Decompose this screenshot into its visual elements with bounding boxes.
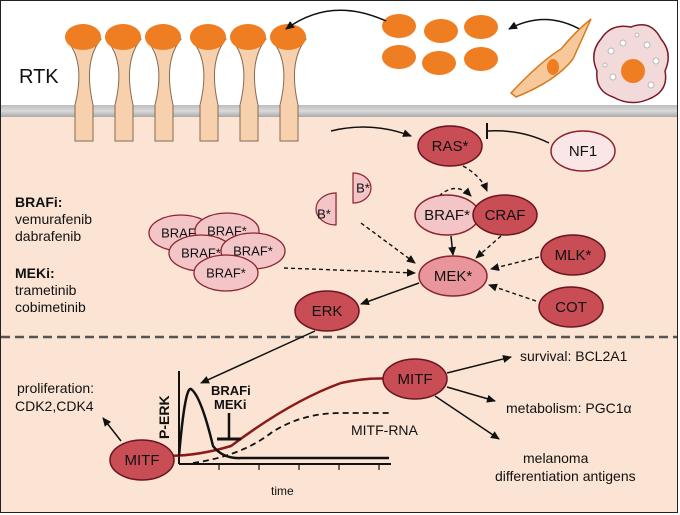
drug-label-brafi: BRAFi <box>211 383 251 398</box>
free-ligands <box>382 14 498 75</box>
rtk-receptors <box>64 24 308 142</box>
cot-node <box>538 286 604 328</box>
mek-to-erk-arrow <box>360 282 420 306</box>
erk-label: ERK <box>312 303 343 320</box>
mlk-label: MLK* <box>555 247 592 264</box>
receptor <box>229 24 268 142</box>
b-star-label-2: B* <box>356 180 370 195</box>
ras-label: RAS* <box>432 138 469 155</box>
mlk-to-mek-arrow <box>490 256 540 271</box>
meki-drug-2: cobimetinib <box>15 299 86 315</box>
braf-to-mek-arrow <box>448 235 457 256</box>
erk-node <box>294 290 360 332</box>
nf1-node <box>550 130 616 172</box>
brafi-drug-2: dabrafenib <box>15 228 81 244</box>
cdk-label: CDK2,CDK4 <box>15 398 94 414</box>
survival-label: survival: BCL2A1 <box>520 348 628 364</box>
mek-node <box>418 255 488 297</box>
mlk-node <box>540 234 606 276</box>
perk-curve <box>177 387 389 460</box>
cot-to-mek-arrow <box>488 283 537 302</box>
mitf-left-label: MITF <box>125 452 160 469</box>
mitf-to-survival-arrow <box>446 355 512 374</box>
craf-label: CRAF <box>485 207 526 224</box>
receptor <box>104 24 143 142</box>
receptor <box>269 24 308 142</box>
receptor <box>144 24 183 142</box>
braf-to-craf-arrow <box>438 187 472 197</box>
melanoma-label-1: melanoma <box>523 450 589 466</box>
ligand-arrow <box>285 9 387 30</box>
braf-dimer-cluster: BRAF* BRAF* BRAF* BRAF* BRAF* <box>148 212 286 292</box>
braf-cluster-label: BRAF* <box>233 243 273 258</box>
craf-node <box>472 194 538 236</box>
nf1-inhibition <box>486 130 550 144</box>
erk-to-nucleus-arrow <box>200 330 316 384</box>
cot-label: COT <box>555 299 587 316</box>
braf-cluster-to-mek-arrow <box>283 267 416 277</box>
secretion-arrow <box>508 18 584 32</box>
fibroblast-cell <box>509 18 592 98</box>
mitf-protein-curve <box>140 377 390 457</box>
meki-drug-1: trametinib <box>15 282 77 298</box>
braf-monomer-halves <box>315 172 372 226</box>
mitf-rna-curve <box>192 412 391 464</box>
meki-title: MEKi: <box>15 265 55 281</box>
braf-cluster-label: BRAF* <box>206 265 246 280</box>
rtk-to-ras-arrow <box>330 126 412 137</box>
craf-to-mek-arrow <box>475 235 502 259</box>
rtk-label: RTK <box>19 66 59 88</box>
b-star-label-1: B* <box>317 206 331 221</box>
mitf-right-node <box>382 358 448 400</box>
mitf-to-metabolism-arrow <box>446 386 496 403</box>
ras-node <box>417 125 483 167</box>
mitf-to-melanoma-arrow <box>434 395 500 440</box>
mitf-to-proliferation-arrow <box>102 417 122 442</box>
braf-cluster-node <box>193 254 259 292</box>
receptor <box>64 24 103 142</box>
bstar-to-mek-arrow <box>360 222 416 264</box>
mitf-rna-label: MITF-RNA <box>351 422 419 438</box>
cell-membrane <box>1 105 677 117</box>
proliferation-label: proliferation: <box>17 380 94 396</box>
macrophage-cell <box>593 24 669 104</box>
drug-label-meki: MEKi <box>214 397 247 412</box>
nf1-label: NF1 <box>569 143 597 160</box>
graph-xlabel: time <box>271 484 294 498</box>
braf-cluster-label: BRAF* <box>207 223 247 238</box>
mitf-left-node <box>109 439 175 481</box>
metabolism-label: metabolism: PGC1α <box>506 400 632 416</box>
braf-mutant-label: BRAF* <box>424 207 470 224</box>
receptor <box>189 24 228 142</box>
melanoma-label-2: differentiation antigens <box>495 468 636 484</box>
mitf-right-label: MITF <box>398 371 433 388</box>
mek-label: MEK* <box>434 268 473 285</box>
brafi-title: BRAFi: <box>15 194 62 210</box>
perk-time-graph <box>140 371 391 470</box>
ras-to-craf-arrow <box>462 165 488 192</box>
brafi-drug-1: vemurafenib <box>15 211 92 227</box>
graph-ylabel: P-ERK <box>156 395 172 439</box>
